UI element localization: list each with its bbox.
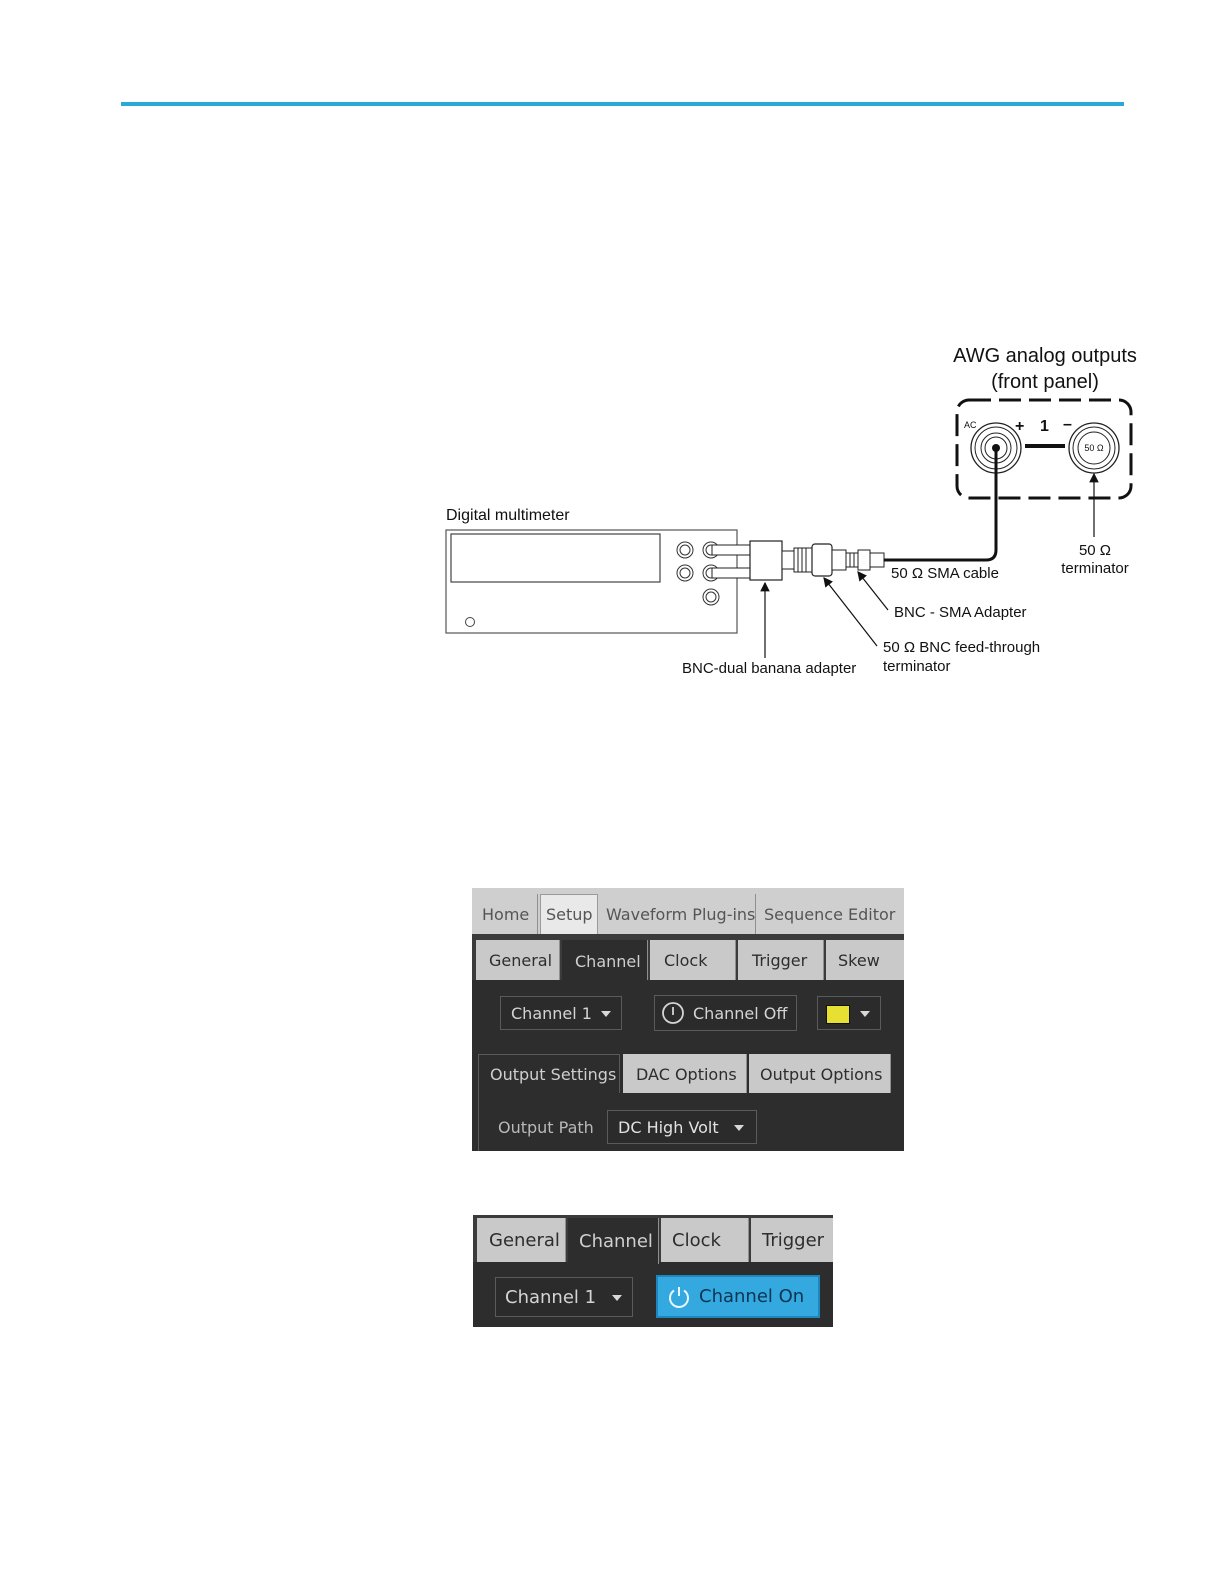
bnc-sma-adapter <box>831 549 885 571</box>
tab-sequence-editor-label: Sequence Editor <box>764 904 896 924</box>
tab-home[interactable]: Home <box>476 894 538 934</box>
channel-color-picker[interactable] <box>817 996 881 1030</box>
awg-setup-screenshot-channel-off: Home Setup Waveform Plug-ins Sequence Ed… <box>472 888 904 1151</box>
channel-select-value: Channel 1 <box>505 1286 597 1308</box>
digital-multimeter <box>445 529 738 634</box>
tab-waveform-plug-ins-label: Waveform Plug-ins <box>606 904 756 924</box>
tab-dac-options-label: DAC Options <box>636 1064 737 1084</box>
banana-adapter-label: BNC-dual banana adapter <box>682 660 856 677</box>
channel-off-button-label: Channel Off <box>693 1003 788 1023</box>
feedthrough-label-line2: terminator <box>883 658 951 675</box>
tab-dac-options[interactable]: DAC Options <box>623 1054 747 1094</box>
channel-on-button-label: Channel On <box>699 1286 805 1307</box>
tab-output-settings-label: Output Settings <box>490 1065 617 1084</box>
tab-trigger[interactable]: Trigger <box>738 940 824 980</box>
channel-select-value: Channel 1 <box>511 1003 592 1023</box>
tab-clock-label: Clock <box>664 950 708 970</box>
tab-trigger[interactable]: Trigger <box>751 1218 833 1262</box>
tab-home-label: Home <box>482 904 530 924</box>
minus-label: – <box>1063 416 1072 433</box>
connection-diagram: AWG analog outputs (front panel) AC + 1 … <box>445 345 1137 677</box>
tab-channel-label: Channel <box>579 1230 653 1252</box>
terminator-label-line1: 50 Ω <box>1079 542 1111 559</box>
channel-select[interactable]: Channel 1 <box>500 996 622 1030</box>
tab-setup[interactable]: Setup <box>540 894 598 934</box>
tab-output-settings[interactable]: Output Settings <box>478 1054 620 1094</box>
chevron-down-icon <box>860 1011 870 1017</box>
tab-channel[interactable]: Channel <box>562 940 648 982</box>
tab-clock[interactable]: Clock <box>661 1218 749 1262</box>
channel-select[interactable]: Channel 1 <box>495 1277 633 1317</box>
chevron-down-icon <box>612 1295 622 1301</box>
tab-trigger-label: Trigger <box>762 1229 825 1251</box>
tab-sequence-editor[interactable]: Sequence Editor <box>758 894 904 934</box>
tab-general-label: General <box>489 950 553 970</box>
bnc-dual-banana-adapter <box>711 540 783 581</box>
tab-general[interactable]: General <box>476 940 560 980</box>
chevron-down-icon <box>734 1125 744 1131</box>
output-path-label: Output Path <box>498 1118 594 1137</box>
awg-title-line1: AWG analog outputs <box>953 345 1137 367</box>
ac-label: AC <box>964 420 977 430</box>
tab-skew-label: Skew <box>838 950 880 970</box>
color-swatch <box>826 1005 850 1024</box>
tab-waveform-plug-ins[interactable]: Waveform Plug-ins <box>600 894 756 934</box>
sma-cable-label: 50 Ω SMA cable <box>891 565 999 582</box>
chevron-down-icon <box>601 1011 611 1017</box>
bnc-sma-arrow <box>857 571 889 611</box>
tab-channel-label: Channel <box>575 951 641 971</box>
tab-clock[interactable]: Clock <box>650 940 736 980</box>
tab-general[interactable]: General <box>477 1218 566 1262</box>
sma-cable <box>884 450 998 562</box>
terminator-label-line2: terminator <box>1061 560 1129 577</box>
tab-output-options-label: Output Options <box>760 1064 883 1084</box>
channel-number: 1 <box>1040 418 1049 435</box>
tab-skew[interactable]: Skew <box>826 940 904 980</box>
tab-output-options[interactable]: Output Options <box>749 1054 891 1094</box>
awg-setup-screenshot-channel-on: General Channel Clock Trigger Channel 1 … <box>473 1215 833 1327</box>
power-icon <box>669 1286 689 1308</box>
bnc-sma-adapter-label: BNC - SMA Adapter <box>894 604 1027 621</box>
multimeter-label: Digital multimeter <box>446 507 570 524</box>
feedthrough-label-line1: 50 Ω BNC feed-through <box>883 639 1040 656</box>
plus-label: + <box>1015 418 1024 435</box>
channel-bar <box>1025 444 1065 448</box>
tab-channel[interactable]: Channel <box>568 1218 659 1264</box>
bnc-feed-through-terminator <box>781 543 833 577</box>
channel-on-button[interactable]: Channel On <box>656 1275 820 1318</box>
tab-clock-label: Clock <box>672 1229 721 1251</box>
header-rule <box>121 102 1124 106</box>
output-path-value: DC High Volt <box>618 1117 719 1137</box>
terminator-marking: 50 Ω <box>1084 443 1104 453</box>
tab-setup-label: Setup <box>546 905 593 924</box>
power-icon <box>662 1002 684 1024</box>
channel-off-button[interactable]: Channel Off <box>654 995 797 1031</box>
awg-front-panel <box>955 398 1133 500</box>
awg-title-line2: (front panel) <box>991 371 1099 393</box>
feedthrough-arrow <box>823 577 878 647</box>
tab-general-label: General <box>489 1229 560 1251</box>
tab-trigger-label: Trigger <box>752 950 808 970</box>
output-path-select[interactable]: DC High Volt <box>607 1110 757 1144</box>
